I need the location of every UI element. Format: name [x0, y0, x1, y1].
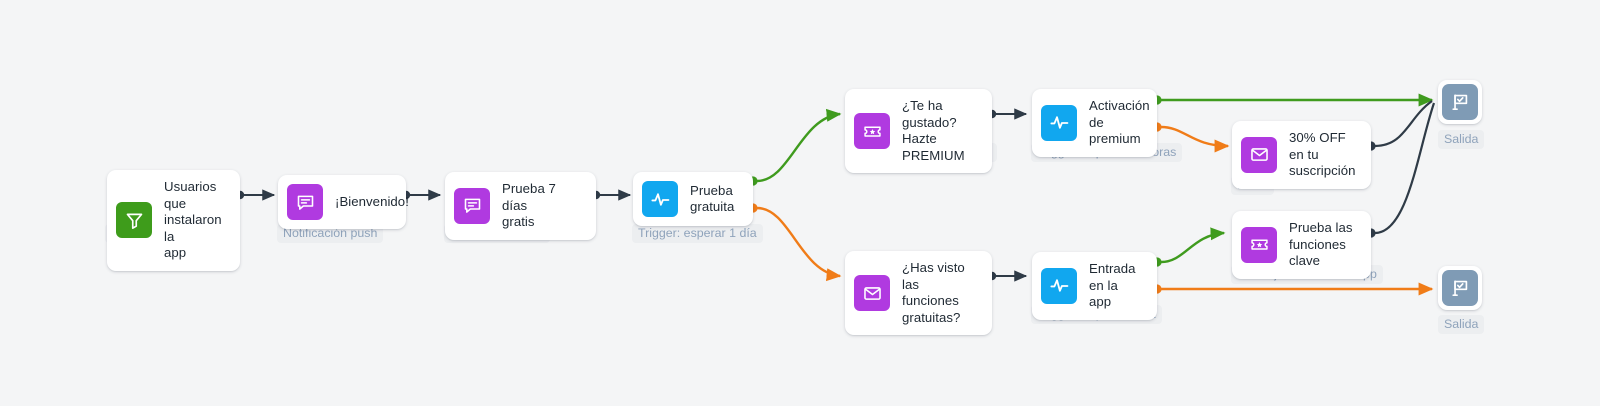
edge-activacion-salida-top	[1152, 93, 1434, 107]
edge-descuento-salida-top	[1366, 100, 1433, 151]
node-title: Prueba 7 días gratis	[502, 181, 556, 229]
edge-te-ha-gustado-activacion	[987, 108, 1028, 120]
node-descuento-email[interactable]: 30% OFF en tu suscripción	[1232, 121, 1371, 189]
node-has-visto-funciones[interactable]: ¿Has visto las funciones gratuitas?	[845, 251, 992, 335]
envelope-icon	[1241, 136, 1277, 173]
edge-prueba-gratuita-te-ha-gustado	[748, 108, 842, 186]
pulse-icon	[1041, 267, 1077, 304]
node-prueba-7-dias[interactable]: Prueba 7 días gratis	[445, 172, 596, 240]
edge-has-visto-entrada-app	[987, 270, 1028, 282]
node-salida-top[interactable]	[1438, 80, 1482, 124]
node-title: 30% OFF en tu suscripción	[1289, 130, 1356, 178]
caption-salida-top: Salida	[1438, 130, 1485, 149]
envelope-icon	[854, 275, 890, 311]
node-bienvenido[interactable]: ¡Bienvenido!	[278, 175, 409, 229]
node-title: ¿Te ha gustado? Hazte PREMIUM	[902, 98, 965, 163]
node-title: Usuarios que instalaron la app	[164, 179, 222, 260]
edge-prueba7dias-prueba-gratuita	[591, 189, 632, 201]
caption-salida-bottom: Salida	[1438, 315, 1485, 334]
ticket-star-icon	[854, 113, 890, 149]
node-te-ha-gustado[interactable]: ¿Te ha gustado? Hazte PREMIUM	[845, 89, 992, 173]
ticket-star-icon	[1241, 226, 1277, 263]
node-entrada-app[interactable]: Entrada en la app	[1032, 252, 1157, 320]
node-title: ¿Has visto las funciones gratuitas?	[902, 260, 965, 325]
node-title: Entrada en la app	[1089, 261, 1136, 309]
node-title: Prueba las funciones clave	[1289, 220, 1353, 268]
edge-entrada-app-funciones-clave	[1152, 227, 1226, 267]
edge-funciones-clave-salida-top	[1366, 102, 1436, 238]
flag-check-icon	[1442, 84, 1478, 120]
chat-bubble-icon	[454, 187, 490, 224]
pulse-icon	[642, 181, 678, 217]
node-title: ¡Bienvenido!	[335, 193, 409, 209]
node-activacion-premium[interactable]: Activación de premium	[1032, 89, 1157, 157]
node-title: Prueba gratuita	[690, 182, 735, 215]
caption-prueba-gratuita: Trigger: esperar 1 día	[632, 224, 763, 243]
edge-entrada-app-salida-bottom	[1152, 282, 1434, 296]
pulse-icon	[1041, 104, 1077, 141]
chat-bubble-icon	[287, 184, 323, 220]
funnel-icon	[116, 202, 152, 239]
flag-check-icon	[1442, 270, 1478, 306]
node-salida-bottom[interactable]	[1438, 266, 1482, 310]
node-prueba-gratuita[interactable]: Prueba gratuita	[633, 172, 753, 226]
node-funciones-clave[interactable]: Prueba las funciones clave	[1232, 211, 1371, 279]
node-title: Activación de premium	[1089, 98, 1150, 146]
edge-segmento-bienvenido	[235, 189, 276, 201]
node-segmento[interactable]: Usuarios que instalaron la app	[107, 170, 240, 271]
